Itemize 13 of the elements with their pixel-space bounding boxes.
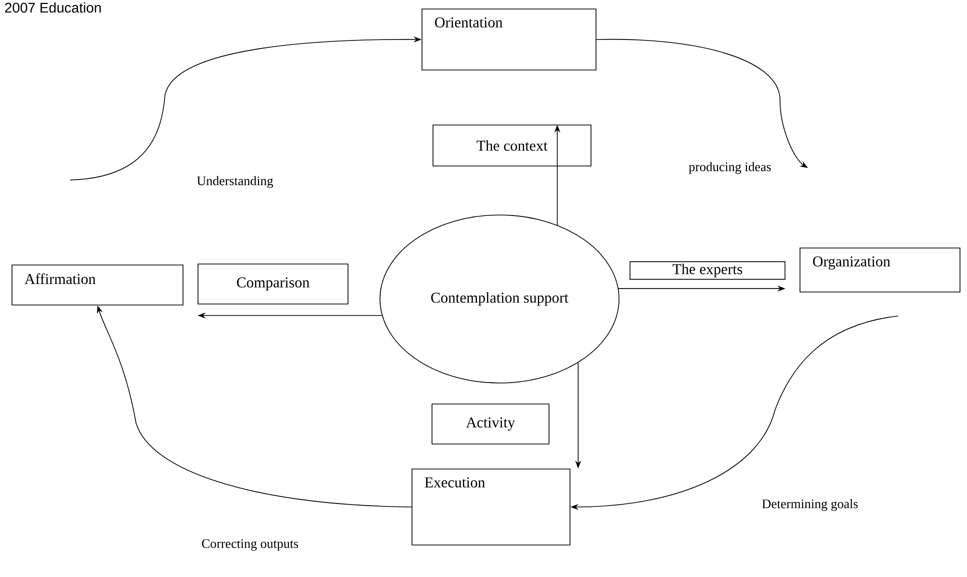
process-box: Affirmation [12, 264, 184, 306]
activity-box: Activity [432, 404, 550, 444]
edge-label: Understanding [196, 175, 274, 189]
experts-box: The experts [630, 261, 786, 280]
process-box: Orientation [422, 8, 596, 70]
comparison-box: Comparison [198, 264, 348, 304]
edge-label: producing ideas [688, 161, 772, 175]
context-box: The context [432, 124, 592, 166]
process-box: Execution [412, 468, 570, 546]
process-box: Organization [800, 248, 960, 292]
edge-label: Correcting outputs [200, 538, 300, 552]
edge-label: Determining goals [760, 498, 860, 512]
header-text: 2007 Education [5, 2, 101, 13]
